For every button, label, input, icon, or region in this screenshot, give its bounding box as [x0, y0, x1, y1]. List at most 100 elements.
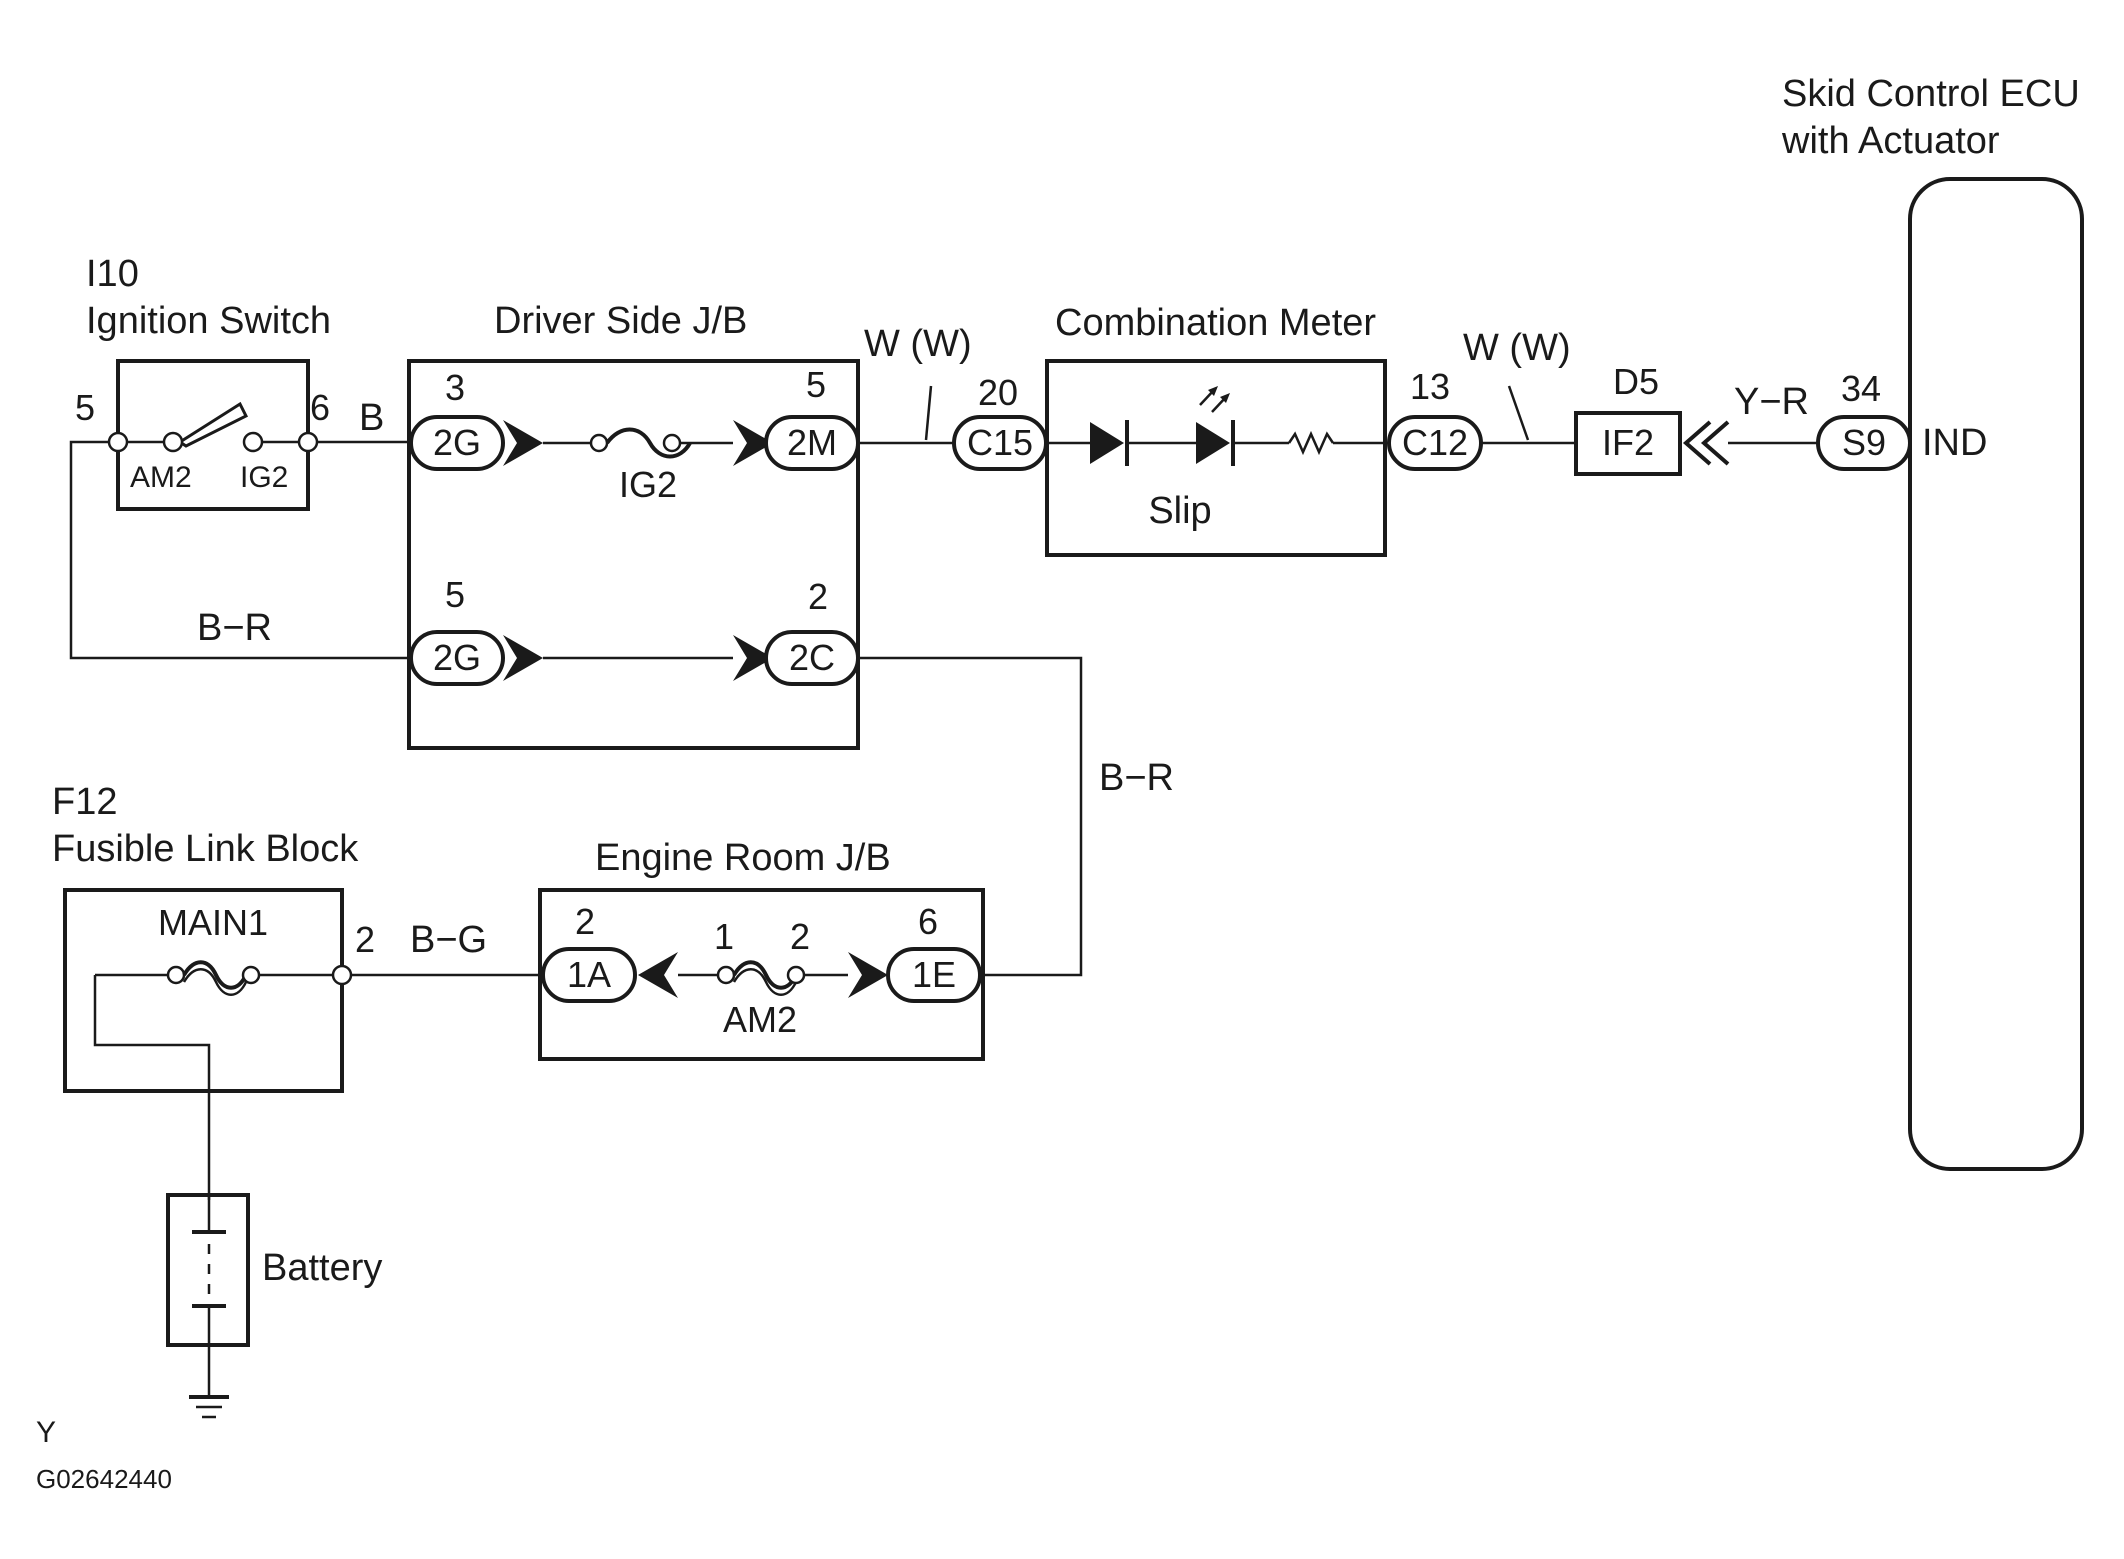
- footer: Y G02642440: [36, 1416, 172, 1494]
- driver-jb-body: [407, 359, 860, 750]
- engine-room-jb: Engine Room J/B 2 1A 1 2 AM2 6 1E: [538, 837, 985, 1061]
- figure-code: G02642440: [36, 1464, 172, 1494]
- driver-jb-title: Driver Side J/B: [494, 300, 747, 342]
- diode-icon: [1090, 422, 1124, 464]
- driver-jb-fuse-label: IG2: [619, 464, 677, 505]
- resistor-icon: [1287, 430, 1335, 456]
- ignition-switch-code: I10: [86, 253, 139, 295]
- engine-jb-arrow-right: [848, 952, 888, 998]
- junction-d5: D5 IF2: [1574, 361, 1730, 476]
- ground-ref-label: Y: [36, 1416, 56, 1449]
- battery-label: Battery: [262, 1247, 382, 1289]
- fuse-main1-icon: [182, 968, 248, 996]
- junction-arrow-1: [1682, 420, 1712, 466]
- ignition-label-am2: AM2: [130, 461, 192, 494]
- engine-jb-pin-6: 6: [918, 901, 938, 942]
- driver-jb-pin-3: 3: [445, 367, 465, 408]
- combination-meter: Combination Meter 20 C15 Slip 13 C12: [952, 302, 1483, 557]
- combination-meter-connector-c15-label: C15: [967, 422, 1033, 463]
- ecu-title-line2: with Actuator: [1781, 120, 2000, 162]
- wire-label-yr: Y−R: [1734, 381, 1809, 423]
- combination-meter-connector-c12-label: C12: [1402, 422, 1468, 463]
- ignition-switch-lever: [177, 401, 249, 448]
- fusible-link-wire: [93, 975, 211, 1200]
- fusible-link-title: Fusible Link Block: [52, 828, 359, 870]
- ignition-switch: I10 Ignition Switch 5 6 AM2 IG2: [75, 253, 331, 511]
- engine-jb-fuse-label: AM2: [723, 999, 797, 1040]
- fusible-link-code: F12: [52, 781, 117, 823]
- fusible-link-terminal-left: [166, 965, 186, 985]
- combination-meter-pin-20: 20: [978, 372, 1018, 413]
- fuse-am2-icon: [732, 968, 798, 996]
- fusible-link-pin-2: 2: [355, 919, 375, 960]
- ignition-contact-ig2: [242, 431, 264, 453]
- engine-jb-fuse-pin-2: 2: [790, 916, 810, 957]
- driver-jb-arrow-left-bottom: [503, 635, 543, 681]
- ignition-pin-5: 5: [75, 387, 95, 428]
- driver-jb-connector-2m-label: 2M: [787, 422, 837, 463]
- wire-label-br-right: B−R: [1099, 757, 1174, 799]
- driver-jb-connector-2g-top-label: 2G: [433, 422, 481, 463]
- engine-jb-fuse-pin-1: 1: [714, 916, 734, 957]
- led-light-arrowhead: [1208, 386, 1218, 396]
- combination-meter-pin-13: 13: [1410, 366, 1450, 407]
- ignition-label-ig2: IG2: [240, 461, 288, 494]
- driver-jb-pin-5-bottom: 5: [445, 574, 465, 615]
- wire-label-pointer: [1507, 385, 1530, 441]
- fusible-link-terminal-2: [331, 964, 353, 986]
- wire-br-right: [858, 656, 1083, 977]
- wire-label-bg: B−G: [410, 919, 487, 961]
- led-icon: [1196, 422, 1230, 464]
- driver-jb-fuse-terminal-right: [662, 433, 682, 453]
- ecu-body: [1908, 177, 2084, 1171]
- wire-label-br-left: B−R: [197, 607, 272, 649]
- wire-label-pointer: [924, 385, 933, 441]
- driver-jb-fuse-ig2: [605, 427, 692, 459]
- driver-jb-arrow-left-top: [503, 420, 543, 466]
- engine-jb-arrow-left: [638, 952, 678, 998]
- ignition-terminal-5: [107, 431, 129, 453]
- driver-jb-arrow-right-bottom: [733, 635, 773, 681]
- wire-label-b: B: [359, 397, 384, 439]
- fusible-link-body: [63, 888, 344, 1093]
- engine-jb-fuse-terminal-1: [716, 965, 736, 985]
- fusible-link-fuse-label: MAIN1: [158, 902, 268, 943]
- ignition-terminal-6: [297, 431, 319, 453]
- skid-control-ecu: Skid Control ECU with Actuator 34 S9 IND: [1781, 73, 2084, 1171]
- ecu-title-line1: Skid Control ECU: [1782, 73, 2080, 115]
- junction-connector-label: IF2: [1602, 422, 1654, 463]
- driver-jb-pin-5-top: 5: [806, 364, 826, 405]
- fuse-main1-icon: [182, 960, 248, 990]
- driver-jb-connector-2c-label: 2C: [789, 637, 835, 678]
- fuse-am2-icon: [732, 960, 798, 990]
- engine-jb-connector-1a-label: 1A: [567, 954, 611, 995]
- engine-jb-title: Engine Room J/B: [595, 837, 891, 879]
- battery: Battery: [166, 1193, 382, 1419]
- combination-meter-body: [1045, 359, 1387, 557]
- ecu-connector-s9-label: S9: [1842, 422, 1886, 463]
- fusible-link-block: F12 Fusible Link Block MAIN1 2: [52, 781, 375, 1200]
- driver-jb-arrow-right-top: [733, 420, 773, 466]
- wire-br-left: [69, 440, 411, 660]
- junction-code: D5: [1613, 361, 1659, 402]
- engine-jb-pin-2-left: 2: [575, 901, 595, 942]
- junction-arrow-2: [1700, 420, 1730, 466]
- wire-label-w-1: W (W): [864, 323, 972, 365]
- led-light-arrowhead: [1220, 393, 1230, 403]
- ignition-contact-am2: [162, 431, 184, 453]
- driver-jb-connector-2g-bottom-label: 2G: [433, 637, 481, 678]
- slip-indicator-label: Slip: [1148, 490, 1211, 532]
- driver-jb-fuse-terminal-left: [589, 433, 609, 453]
- engine-jb-connector-1e-label: 1E: [912, 954, 956, 995]
- driver-side-jb: Driver Side J/B 3 2G IG2 5 2M 5 2G 2 2C: [407, 300, 860, 750]
- ecu-pin-34: 34: [1841, 368, 1881, 409]
- driver-jb-pin-2: 2: [808, 576, 828, 617]
- combination-meter-title: Combination Meter: [1055, 302, 1376, 344]
- wire-label-w-2: W (W): [1463, 327, 1571, 369]
- ecu-terminal-ind: IND: [1922, 422, 1987, 464]
- ignition-switch-title: Ignition Switch: [86, 300, 331, 342]
- fusible-link-terminal-right: [241, 965, 261, 985]
- engine-jb-fuse-terminal-2: [786, 965, 806, 985]
- wiring: B B−R W (W) W (W) Y−R B−R B−G: [69, 323, 1818, 977]
